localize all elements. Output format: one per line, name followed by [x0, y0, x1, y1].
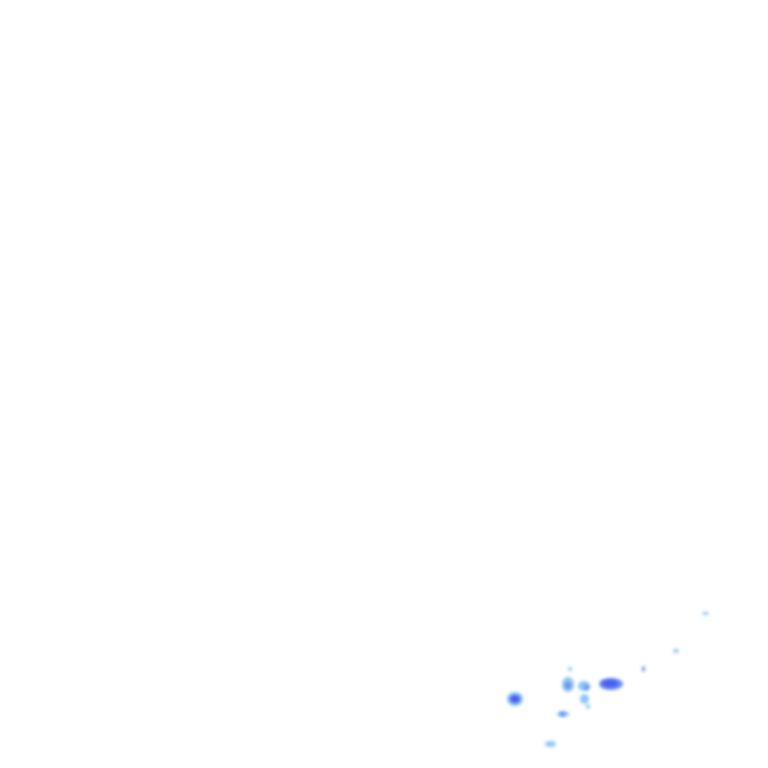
rain-cell-core: [602, 680, 618, 687]
rain-cell: [586, 704, 590, 709]
rain-cell: [702, 612, 709, 615]
rain-cell-core: [560, 712, 565, 716]
rain-cell: [545, 741, 556, 747]
rain-cell-core: [584, 685, 589, 690]
rain-cell-core: [510, 695, 520, 703]
rain-cell: [580, 694, 589, 704]
rain-cell: [568, 667, 572, 671]
rain-cell: [642, 666, 645, 672]
rain-cell: [673, 649, 679, 653]
rain-cell-core: [565, 682, 571, 689]
